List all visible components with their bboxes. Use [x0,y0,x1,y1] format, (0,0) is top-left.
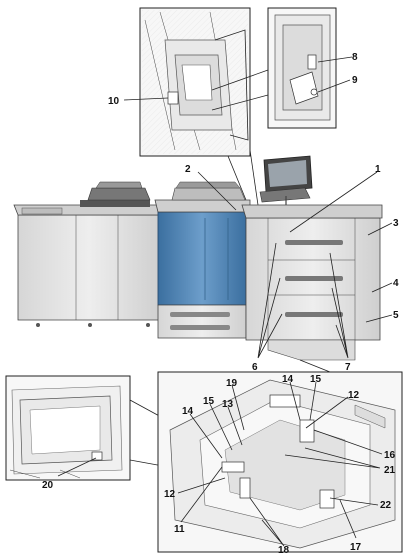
callout-12-right: 12 [348,390,360,401]
callout-8: 8 [352,52,358,63]
top-left-detail-inset [139,7,251,157]
callout-14-right: 14 [282,374,294,385]
callout-15-right: 15 [310,374,322,385]
callout-9: 9 [352,75,358,86]
callout-20: 20 [42,480,54,491]
callout-19: 19 [226,378,238,389]
callout-18: 18 [278,545,290,556]
callout-4: 4 [393,278,399,289]
leader-lines [57,56,393,547]
callout-14-left: 14 [182,406,194,417]
bottom-right-detail-inset [157,371,403,553]
callout-22: 22 [380,500,392,511]
top-right-detail-inset [267,7,337,129]
bottom-left-detail-inset [5,375,131,481]
lever-10-graphic [167,91,179,105]
main-body-blue [157,211,247,306]
callout-10: 10 [108,96,120,107]
callout-11: 11 [174,524,185,535]
callout-16: 16 [384,450,396,461]
callout-3: 3 [393,218,399,229]
callout-12-left: 12 [164,489,176,500]
callout-21: 21 [384,465,396,476]
callout-17: 17 [350,542,362,553]
callout-5: 5 [393,310,399,321]
callout-6: 6 [252,362,258,373]
printing-system [13,155,383,361]
callout-labels: 1 2 3 4 5 6 7 8 9 10 11 12 12 13 14 14 1… [42,52,399,556]
callout-13: 13 [222,399,234,410]
callout-15-left: 15 [203,396,215,407]
callout-7: 7 [345,362,351,373]
callout-2: 2 [185,164,191,175]
callout-1: 1 [375,164,381,175]
